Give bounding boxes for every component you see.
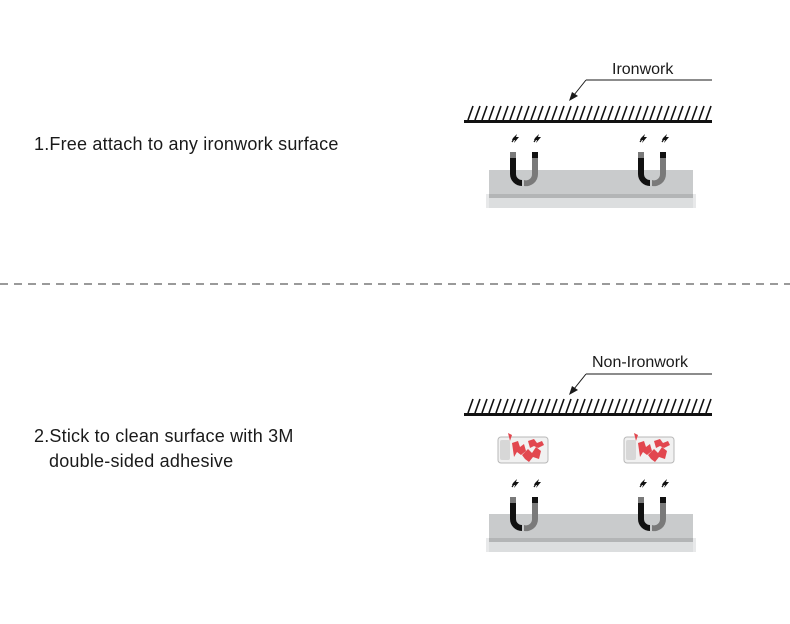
hatch-mark: [593, 105, 600, 121]
hatch-mark: [698, 398, 705, 414]
surface-line: [464, 120, 712, 123]
hatch-mark: [621, 398, 628, 414]
hatch-mark: [530, 398, 537, 414]
hatch-mark: [565, 105, 572, 121]
hatch-mark: [607, 398, 614, 414]
hatch-mark: [523, 398, 530, 414]
hatch-mark: [544, 105, 551, 121]
hatch-mark: [642, 105, 649, 121]
hatch-mark: [621, 105, 628, 121]
pointer-arrow: [569, 79, 712, 101]
hatch-mark: [502, 105, 509, 121]
hatch-mark: [509, 398, 516, 414]
hatch-mark: [502, 398, 509, 414]
hatch-mark: [684, 105, 691, 121]
hatch-mark: [670, 105, 677, 121]
hatch-mark: [530, 105, 537, 121]
3m-adhesive-pad-icon: [497, 432, 549, 464]
hatch-mark: [565, 398, 572, 414]
hatch-mark: [495, 105, 502, 121]
hatch-mark: [572, 398, 579, 414]
hatch-mark: [663, 105, 670, 121]
hatch-mark: [677, 105, 684, 121]
step-2-text-line-1: Stick to clean surface with 3M: [49, 426, 294, 446]
hatch-mark: [481, 105, 488, 121]
hatch-mark: [579, 105, 586, 121]
hatch-mark: [649, 105, 656, 121]
hatch-mark: [600, 105, 607, 121]
hatch-mark: [677, 398, 684, 414]
surface-label-ironwork: Ironwork: [612, 61, 674, 78]
hatch-mark: [635, 105, 642, 121]
3m-adhesive-pad-icon: [623, 432, 675, 464]
hatch-mark: [614, 105, 621, 121]
hatch-mark: [488, 398, 495, 414]
hatch-mark: [656, 105, 663, 121]
hatch-mark: [544, 398, 551, 414]
surface-hatching: [467, 105, 712, 121]
hatch-mark: [656, 398, 663, 414]
hatch-mark: [614, 398, 621, 414]
step-2-description: 2.Stick to clean surface with 3M double-…: [34, 424, 294, 474]
dashed-divider: [0, 283, 790, 285]
step-1-text: Free attach to any ironwork surface: [49, 134, 339, 154]
hatch-mark: [607, 105, 614, 121]
step-1-number: 1.: [34, 134, 50, 154]
hatch-mark: [551, 105, 558, 121]
hatch-mark: [537, 105, 544, 121]
step-2-number: 2.: [34, 426, 50, 446]
hatch-mark: [663, 398, 670, 414]
hatch-mark: [691, 105, 698, 121]
step-1-description: 1.Free attach to any ironwork surface: [34, 132, 339, 157]
hatch-mark: [467, 398, 474, 414]
hatch-mark: [495, 398, 502, 414]
hatch-mark: [537, 398, 544, 414]
hatch-mark: [705, 105, 712, 121]
surface-label-non-ironwork: Non-Ironwork: [592, 354, 689, 371]
hatch-mark: [698, 105, 705, 121]
hatch-mark: [642, 398, 649, 414]
hatch-mark: [628, 105, 635, 121]
hatch-mark: [516, 398, 523, 414]
hatch-mark: [474, 398, 481, 414]
hatch-mark: [586, 105, 593, 121]
hatch-mark: [572, 105, 579, 121]
figure-ironwork: Ironwork: [464, 61, 712, 208]
hatch-mark: [684, 398, 691, 414]
surface-line: [464, 413, 712, 416]
hatch-mark: [481, 398, 488, 414]
surface-hatching: [467, 398, 712, 414]
hatch-mark: [586, 398, 593, 414]
step-2-text-line-2: double-sided adhesive: [49, 451, 234, 471]
hatch-mark: [579, 398, 586, 414]
hatch-mark: [600, 398, 607, 414]
hatch-mark: [635, 398, 642, 414]
hatch-mark: [509, 105, 516, 121]
hatch-mark: [467, 105, 474, 121]
hatch-mark: [558, 105, 565, 121]
hatch-mark: [593, 398, 600, 414]
hatch-mark: [474, 105, 481, 121]
hatch-mark: [551, 398, 558, 414]
figure-non-ironwork: Non-Ironwork: [464, 354, 712, 552]
hatch-mark: [670, 398, 677, 414]
hatch-mark: [516, 105, 523, 121]
hatch-mark: [558, 398, 565, 414]
hatch-mark: [705, 398, 712, 414]
pointer-arrow: [569, 373, 712, 395]
hatch-mark: [691, 398, 698, 414]
hatch-mark: [523, 105, 530, 121]
hatch-mark: [649, 398, 656, 414]
hatch-mark: [488, 105, 495, 121]
hatch-mark: [628, 398, 635, 414]
